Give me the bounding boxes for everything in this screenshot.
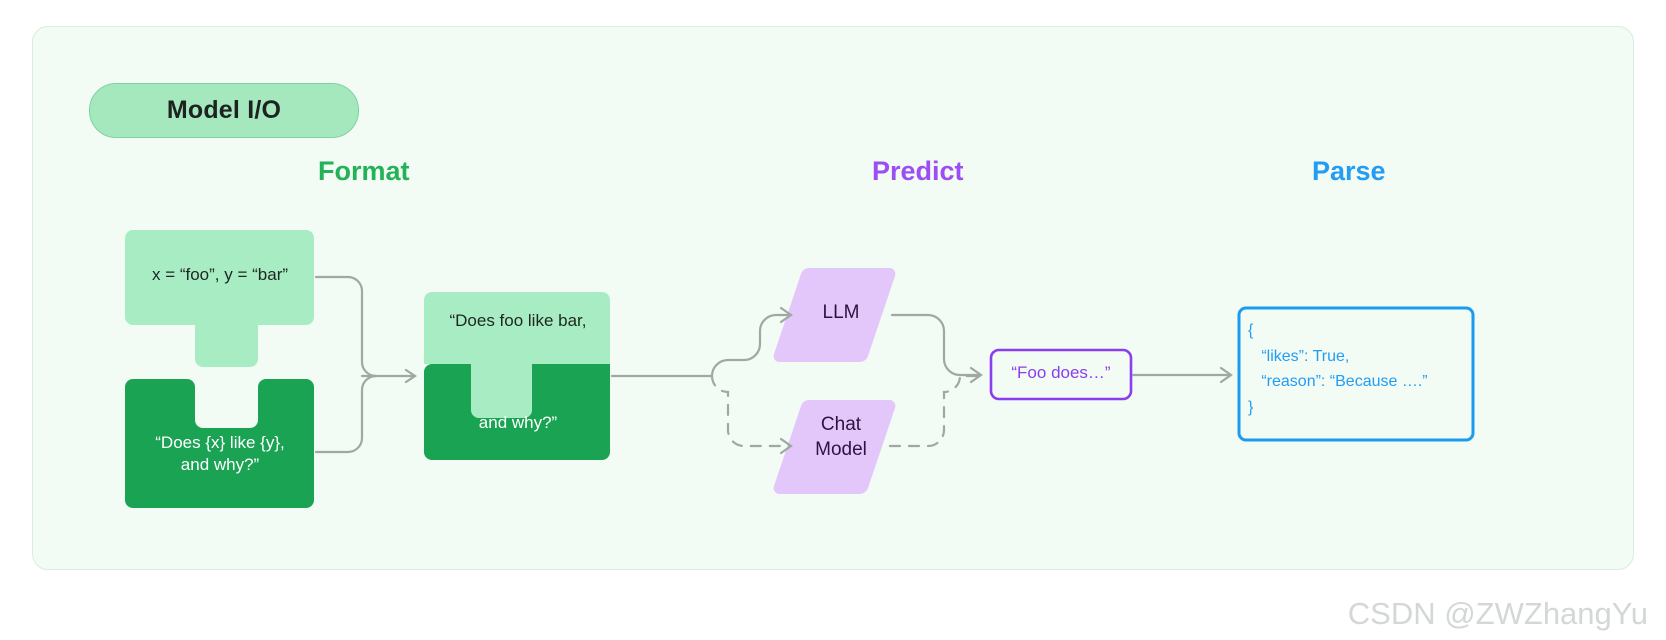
completion-box-text: “Foo does…” bbox=[1011, 363, 1111, 382]
stage-heading-format: Format bbox=[318, 156, 410, 186]
module-badge-label: Model I/O bbox=[166, 96, 282, 124]
parsed-output-text: { “likes”: True, “reason”: “Because ….” … bbox=[1248, 322, 1428, 416]
merged-block-bottom-text: and why?” bbox=[478, 413, 558, 432]
diagram-panel: Model I/O bbox=[32, 26, 1634, 570]
stage-heading-predict: Predict bbox=[872, 156, 964, 186]
watermark-label: CSDN @ZWZhangYu bbox=[1347, 596, 1648, 631]
template-block-text: “Does {x} like {y}, and why?” bbox=[155, 433, 285, 475]
module-badge: Model I/O bbox=[89, 83, 359, 138]
merged-block-top-text: “Does foo like bar, bbox=[449, 311, 587, 330]
variables-block-text: x = “foo”, y = “bar” bbox=[151, 265, 289, 284]
chat-model-node-label: Chat Model bbox=[815, 414, 867, 461]
llm-node-label: LLM bbox=[822, 302, 860, 323]
stage-heading-parse: Parse bbox=[1312, 156, 1386, 186]
